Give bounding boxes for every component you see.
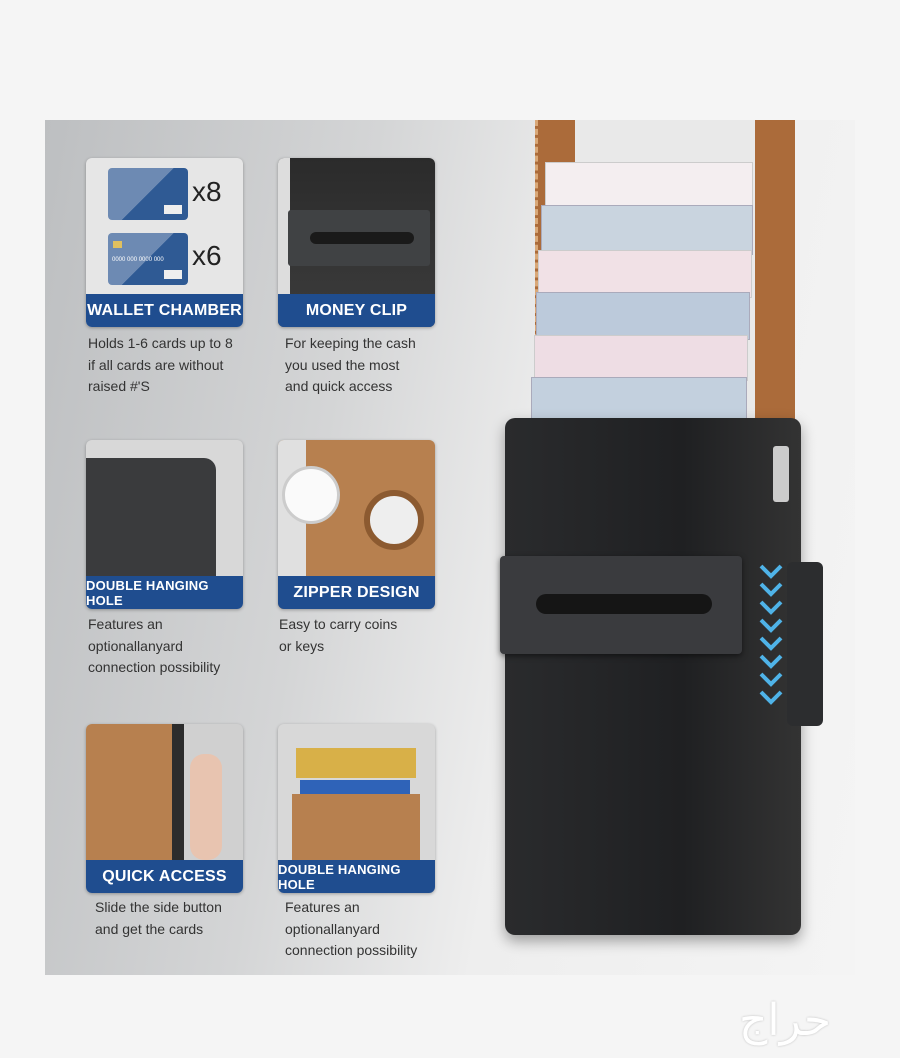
feature-title: WALLET CHAMBER xyxy=(86,294,243,327)
airtag-image xyxy=(364,490,424,550)
feature-tile-double-hanging-hole-2: DOUBLE HANGING HOLE xyxy=(278,724,435,893)
feature-title: ZIPPER DESIGN xyxy=(278,576,435,609)
eject-button xyxy=(787,562,823,726)
feature-tile-zipper-design: ZIPPER DESIGN xyxy=(278,440,435,609)
embossed-card-count: x6 xyxy=(192,240,222,271)
finger-image xyxy=(190,754,222,860)
feature-tile-quick-access: QUICK ACCESS xyxy=(86,724,243,893)
plain-card-icon xyxy=(108,168,188,220)
hanging-hole-image xyxy=(86,458,216,588)
feature-tile-wallet-chamber: x8 0000 000 0000 000 x6 WALLET CHAMBER xyxy=(86,158,243,327)
watermark-logo: حراج xyxy=(738,995,832,1046)
embossed-card-icon: 0000 000 0000 000 xyxy=(108,233,188,285)
feature-title: QUICK ACCESS xyxy=(86,860,243,893)
plain-card-count: x8 xyxy=(192,176,222,207)
feature-tile-double-hanging-hole: DOUBLE HANGING HOLE xyxy=(86,440,243,609)
airtag-image xyxy=(282,466,340,524)
feature-title: MONEY CLIP xyxy=(278,294,435,327)
slide-arrows-icon xyxy=(759,564,783,705)
money-clip-image xyxy=(288,210,430,266)
feature-title: DOUBLE HANGING HOLE xyxy=(278,860,435,893)
feature-tile-money-clip: MONEY CLIP xyxy=(278,158,435,327)
card-pocket-image xyxy=(292,794,420,860)
card-number: 0000 000 0000 000 xyxy=(112,257,164,263)
money-clip xyxy=(500,556,742,654)
wallet-body xyxy=(505,418,801,935)
feature-title: DOUBLE HANGING HOLE xyxy=(86,576,243,609)
